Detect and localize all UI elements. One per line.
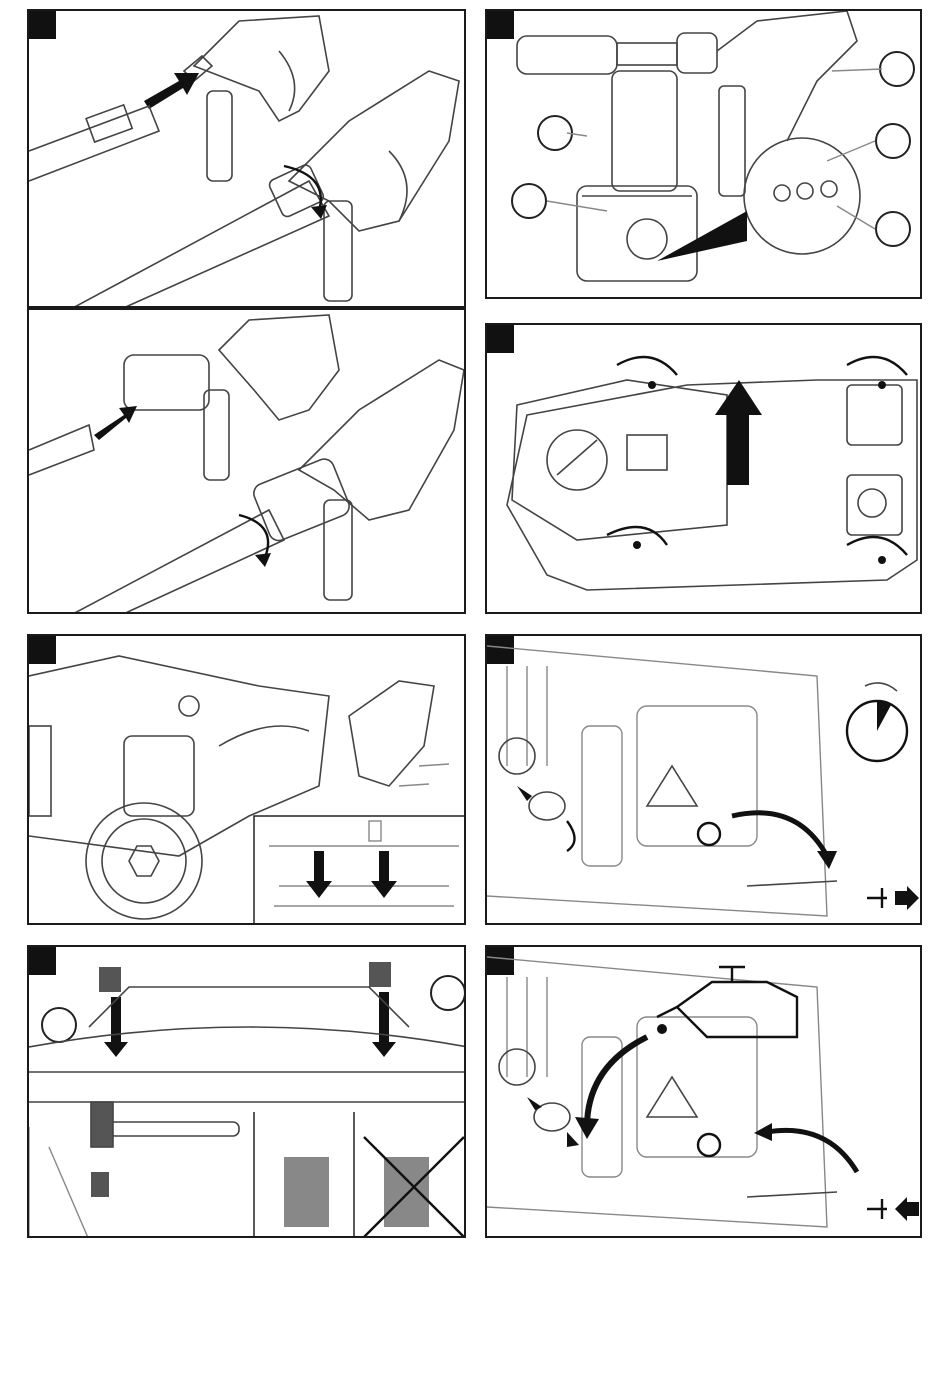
screw-icon [698, 823, 720, 845]
screw-icon [399, 764, 449, 786]
cap-icon [499, 1049, 535, 1085]
arrow-icon [144, 73, 199, 109]
panel-4 [485, 323, 922, 614]
inset-detail [254, 816, 466, 925]
screw-icon [867, 1199, 887, 1219]
rotate-arrow-icon [847, 357, 907, 375]
rotate-arrow-icon [587, 1037, 647, 1127]
lance-icon [29, 105, 159, 181]
arrow-icon [517, 786, 532, 801]
screw-icon [698, 1134, 720, 1156]
panel-4-drawing [487, 325, 922, 614]
detail-circle [744, 138, 860, 254]
panel-3 [27, 308, 466, 614]
rotate-arrow-icon [847, 537, 907, 555]
warning-triangle-icon [647, 1077, 697, 1117]
oil-can-icon [657, 967, 797, 1037]
panel-7 [27, 945, 466, 1238]
hammer-icon [91, 1102, 239, 1147]
trigger-gun-icon [184, 16, 329, 181]
instruction-sheet [27, 9, 922, 1238]
panel-2-drawing [487, 11, 922, 299]
wheel-icon [86, 803, 202, 919]
rotate-arrow-icon [767, 1130, 857, 1172]
panel-2 [485, 9, 922, 299]
arrow-icon [94, 406, 137, 440]
arrow-icon [895, 1197, 919, 1221]
panel-5 [27, 634, 466, 925]
panel-6 [485, 634, 922, 925]
up-arrow-icon [715, 380, 762, 485]
panel-1-drawing [29, 11, 466, 308]
motor-housing-icon [487, 646, 827, 916]
panel-1 [27, 9, 466, 308]
arrow-icon [527, 1097, 542, 1110]
control-panel-icon [507, 380, 917, 590]
panel-6-drawing [487, 636, 922, 925]
panel-3-drawing [29, 310, 466, 614]
timer-icon [847, 683, 907, 761]
panel-8 [485, 945, 922, 1238]
arrow-icon [104, 997, 128, 1057]
panel-5-drawing [29, 636, 466, 925]
lance-icon [29, 425, 94, 475]
trigger-gun-icon [677, 11, 857, 196]
trigger-gun-icon [124, 315, 339, 480]
nozzle-icon [517, 36, 677, 74]
panel-7-drawing [29, 947, 466, 1238]
warning-triangle-icon [647, 766, 697, 806]
lance-icon [69, 510, 284, 614]
dial-icon [547, 430, 607, 490]
lance-icon [69, 163, 329, 308]
arrow-icon [567, 1132, 579, 1147]
bracket-icon [349, 681, 434, 786]
trigger-gun-icon [251, 360, 464, 600]
panel-8-drawing [487, 947, 922, 1238]
basket-rim [29, 987, 466, 1102]
cap-icon [499, 738, 535, 774]
pressure-icon [627, 435, 667, 470]
motor-housing-icon [487, 957, 827, 1227]
trigger-gun-icon [289, 71, 459, 301]
screw-icon [867, 888, 887, 908]
rotate-arrow-icon [617, 357, 677, 375]
rotate-arrow-icon [732, 813, 827, 856]
arrow-icon [895, 886, 919, 910]
rotate-arrow-icon [567, 821, 575, 851]
plug-icon [529, 792, 565, 820]
